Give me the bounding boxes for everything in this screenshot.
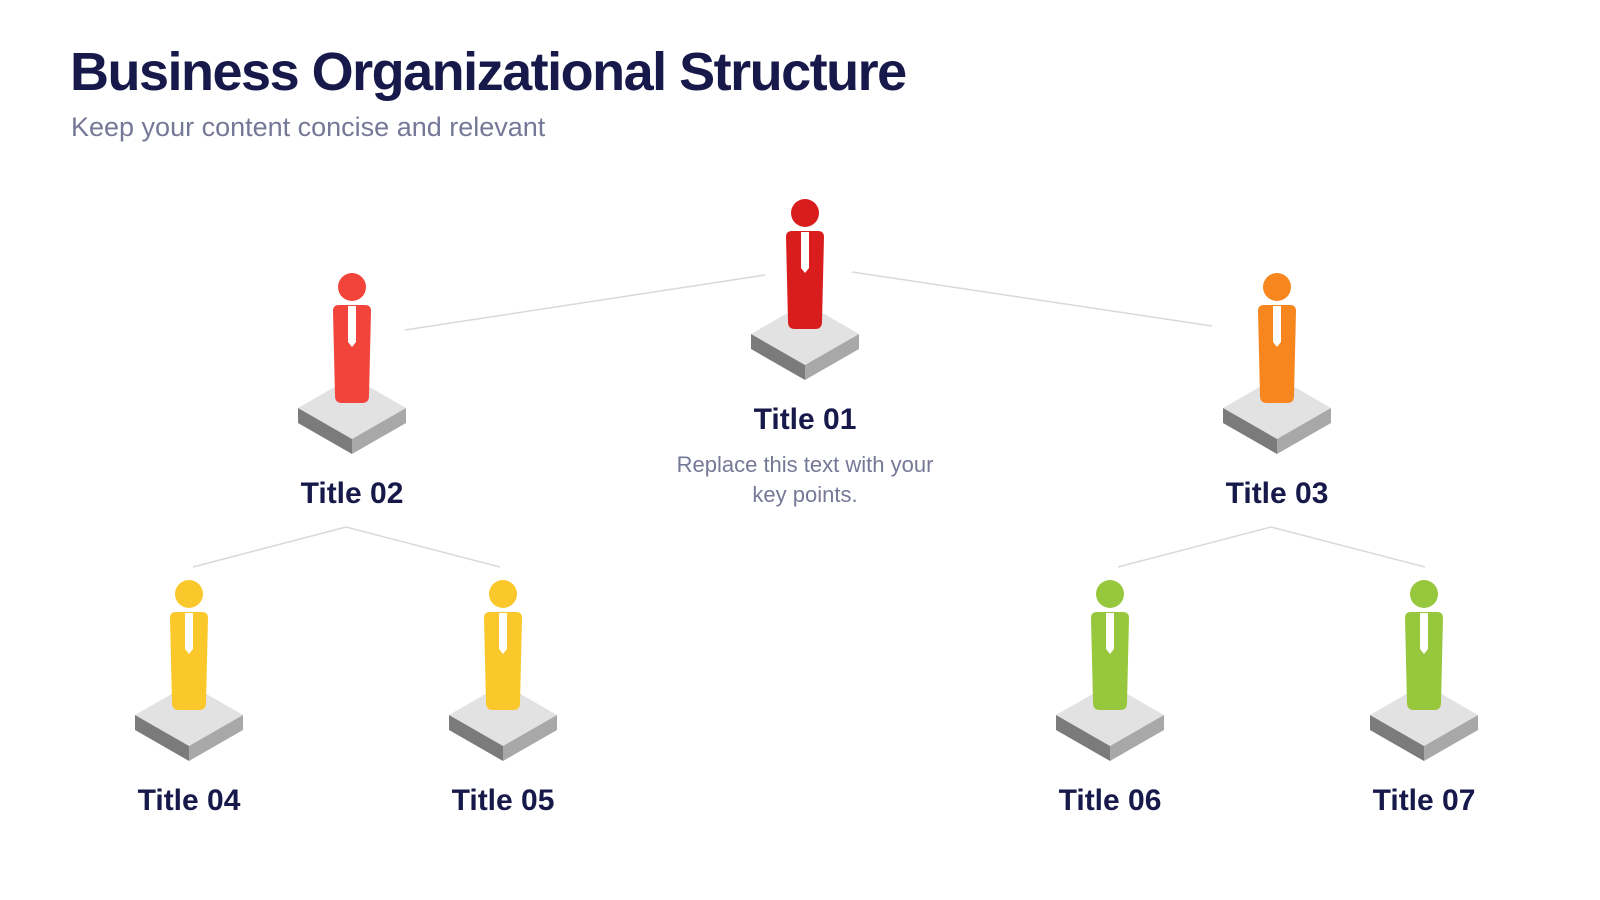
connector-01-02 bbox=[404, 274, 766, 331]
person-tie bbox=[499, 613, 507, 654]
person-body bbox=[786, 231, 824, 329]
person-head bbox=[791, 199, 819, 227]
org-node-01: Title 01 Replace this text with your key… bbox=[677, 198, 933, 510]
node-title: Title 07 bbox=[1372, 784, 1476, 817]
org-node-07: Title 07 bbox=[1314, 579, 1534, 819]
person-icon bbox=[1056, 580, 1164, 761]
person-head bbox=[175, 580, 203, 608]
org-node-02: Title 02 bbox=[242, 272, 462, 512]
person-icon bbox=[135, 580, 243, 761]
person-tie bbox=[1420, 613, 1428, 654]
person-icon bbox=[1370, 580, 1478, 761]
person-head bbox=[338, 273, 366, 301]
node-title: Title 03 bbox=[1225, 477, 1329, 510]
person-head bbox=[1410, 580, 1438, 608]
person-body bbox=[1258, 305, 1296, 403]
person-tie bbox=[1273, 306, 1281, 347]
person-body bbox=[1405, 612, 1443, 710]
connector-02-05 bbox=[345, 526, 501, 568]
person-head bbox=[489, 580, 517, 608]
person-body bbox=[170, 612, 208, 710]
person-head bbox=[1263, 273, 1291, 301]
org-node-04: Title 04 bbox=[79, 579, 299, 819]
person-icon bbox=[449, 580, 557, 761]
person-body bbox=[484, 612, 522, 710]
connector-03-06 bbox=[1117, 526, 1272, 568]
page-title: Business Organizational Structure bbox=[70, 42, 907, 102]
person-tie bbox=[348, 306, 356, 347]
person-tie bbox=[801, 232, 809, 273]
person-icon bbox=[751, 199, 859, 380]
person-icon bbox=[298, 273, 406, 454]
page-subtitle: Keep your content concise and relevant bbox=[71, 112, 546, 142]
person-tie bbox=[185, 613, 193, 654]
person-tie bbox=[1106, 613, 1114, 654]
org-node-06: Title 06 bbox=[1000, 579, 1220, 819]
connector-03-07 bbox=[1270, 526, 1426, 568]
node-title: Title 01 bbox=[753, 403, 857, 436]
person-body bbox=[333, 305, 371, 403]
connector-01-03 bbox=[851, 271, 1213, 327]
node-title: Title 04 bbox=[137, 784, 241, 817]
node-title: Title 02 bbox=[300, 477, 404, 510]
node-title: Title 05 bbox=[451, 784, 555, 817]
org-node-03: Title 03 bbox=[1167, 272, 1387, 512]
person-body bbox=[1091, 612, 1129, 710]
person-icon bbox=[1223, 273, 1331, 454]
connector-02-04 bbox=[192, 526, 347, 568]
node-title: Title 06 bbox=[1058, 784, 1162, 817]
node-description: Replace this text with your key points. bbox=[676, 452, 934, 507]
person-head bbox=[1096, 580, 1124, 608]
org-node-05: Title 05 bbox=[393, 579, 613, 819]
